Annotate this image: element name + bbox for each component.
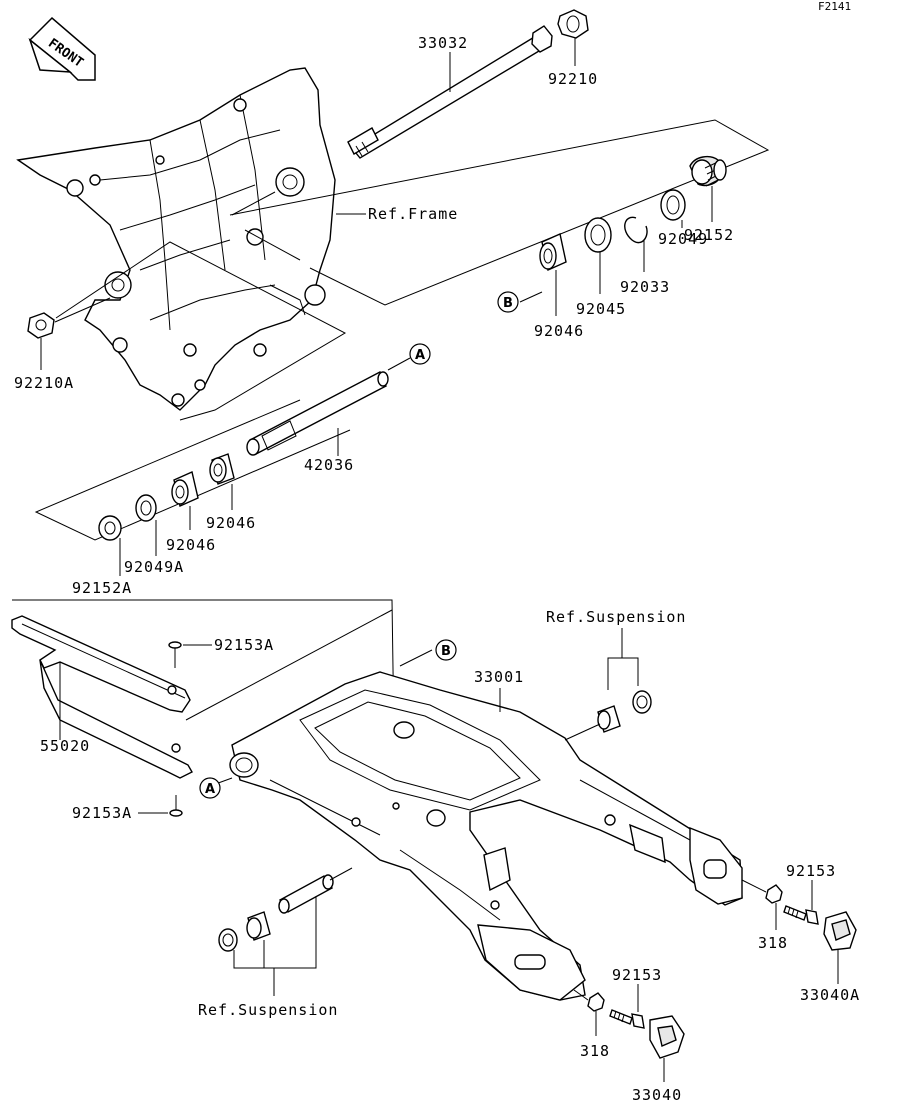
part-label-92153A-bottom: 92153A bbox=[72, 804, 132, 822]
needle-bearing-92046-top bbox=[519, 233, 567, 316]
part-label-92033: 92033 bbox=[620, 278, 670, 296]
part-label-92153-right: 92153 bbox=[786, 862, 836, 880]
nut-92210A bbox=[27, 297, 111, 370]
seal-92152 bbox=[689, 155, 727, 222]
screw-92153A-bottom bbox=[138, 795, 183, 817]
part-label-55020: 55020 bbox=[40, 737, 90, 755]
part-label-92152A: 92152A bbox=[72, 579, 132, 597]
part-label-318-bottom: 318 bbox=[580, 1042, 610, 1060]
part-label-92049A: 92049A bbox=[124, 558, 184, 576]
part-label-33040A: 33040A bbox=[800, 986, 860, 1004]
part-label-33001: 33001 bbox=[474, 668, 524, 686]
part-label-33040: 33040 bbox=[632, 1086, 682, 1103]
ref-frame-label: Ref.Frame bbox=[368, 205, 458, 223]
svg-text:A: A bbox=[205, 782, 215, 797]
part-label-92046-top: 92046 bbox=[534, 322, 584, 340]
nut-92210 bbox=[557, 9, 589, 66]
circlip-92033 bbox=[624, 216, 648, 272]
chain-slider-55020 bbox=[11, 615, 193, 779]
bearing-92045 bbox=[584, 217, 612, 294]
ref-suspension-top-label: Ref.Suspension bbox=[546, 608, 686, 626]
shaft-33032 bbox=[347, 25, 553, 159]
part-label-92153-bottom: 92153 bbox=[612, 966, 662, 984]
part-label-92210: 92210 bbox=[548, 70, 598, 88]
adjuster-33040A bbox=[823, 911, 857, 984]
frame-drawing bbox=[16, 67, 336, 411]
ring-92049 bbox=[660, 189, 686, 228]
callout-b-bottom: B bbox=[435, 639, 457, 661]
lower-box-lines bbox=[34, 399, 351, 541]
upper-box-lines bbox=[229, 119, 770, 306]
callout-a-bottom: A bbox=[199, 777, 221, 799]
ref-suspension-bottom-label: Ref.Suspension bbox=[198, 1001, 338, 1019]
nut-318-right bbox=[741, 879, 783, 930]
frame-box-lines bbox=[55, 241, 347, 421]
svg-text:B: B bbox=[441, 644, 451, 659]
needle-bearing-92046-mid2 bbox=[171, 471, 199, 530]
part-label-92045: 92045 bbox=[576, 300, 626, 318]
bolt-92153-right bbox=[783, 880, 819, 925]
ring-92049A bbox=[135, 494, 157, 556]
bolt-92153-bottom bbox=[609, 984, 645, 1029]
part-label-318-right: 318 bbox=[758, 934, 788, 952]
part-label-92049: 92049 bbox=[658, 230, 708, 248]
part-label-92046-mid2: 92046 bbox=[166, 536, 216, 554]
needle-bearing-92046-mid1 bbox=[209, 453, 235, 510]
part-label-92152: 92152 bbox=[684, 226, 734, 244]
svg-text:A: A bbox=[415, 348, 425, 363]
svg-text:B: B bbox=[503, 296, 513, 311]
part-label-92153A-top: 92153A bbox=[214, 636, 274, 654]
callout-a-top: A bbox=[409, 343, 431, 365]
screw-92153A-top bbox=[168, 641, 212, 668]
part-label-92046-mid1: 92046 bbox=[206, 514, 256, 532]
figure-id: F2141 bbox=[818, 0, 851, 13]
part-label-42036: 42036 bbox=[304, 456, 354, 474]
callout-b-top: B bbox=[497, 291, 519, 313]
part-label-33032: 33032 bbox=[418, 34, 468, 52]
ref-suspension-bottom-group bbox=[218, 867, 353, 996]
swingarm-33001 bbox=[209, 649, 743, 1001]
seal-92152A bbox=[98, 515, 122, 576]
part-label-92210A: 92210A bbox=[14, 374, 74, 392]
adjuster-33040 bbox=[649, 1015, 685, 1082]
nut-318-bottom bbox=[573, 989, 605, 1036]
ref-suspension-top-group bbox=[564, 628, 652, 741]
front-arrow-icon: FRONT bbox=[28, 16, 96, 81]
sleeve-42036 bbox=[246, 357, 411, 456]
